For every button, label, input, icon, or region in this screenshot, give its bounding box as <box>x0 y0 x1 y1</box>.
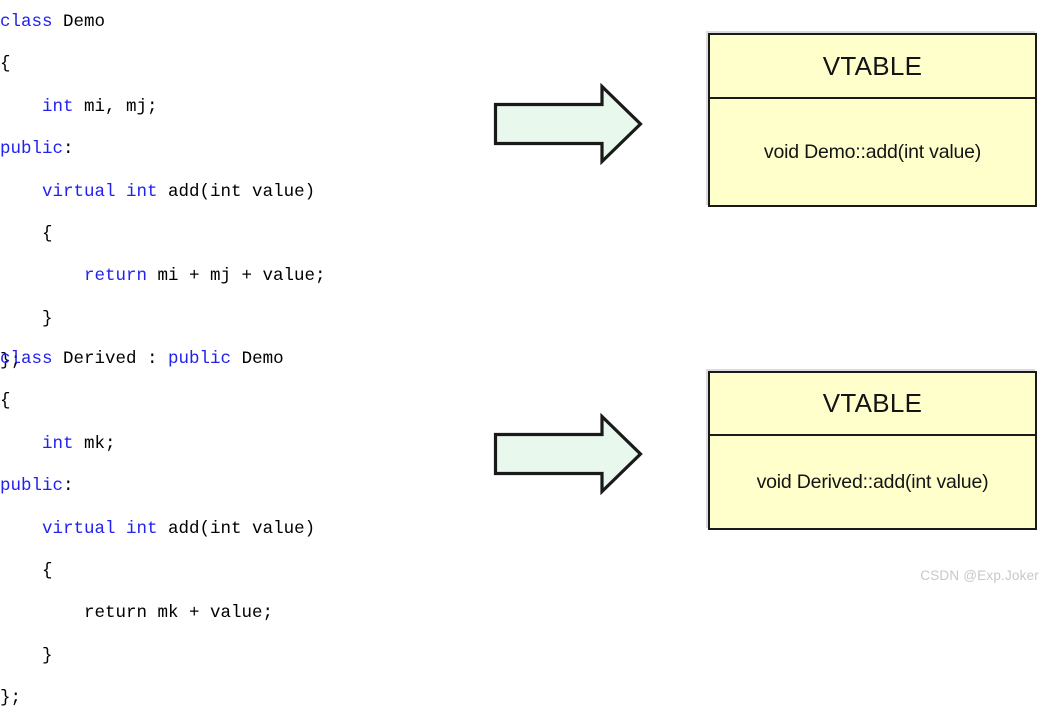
code-line: } <box>0 298 326 340</box>
vtable-entry: void Derived::add(int value) <box>756 470 989 493</box>
code-line: int mi, mj; <box>0 86 326 128</box>
code-text <box>0 519 42 539</box>
code-text: Demo <box>231 349 284 369</box>
code-text: }; <box>0 351 22 372</box>
arrow-derived-to-vtable-icon <box>492 413 644 495</box>
code-line: { <box>0 213 326 255</box>
code-text: } <box>0 308 53 329</box>
code-text <box>0 182 42 202</box>
code-line: virtual int add(int value) <box>0 508 315 550</box>
code-text <box>0 97 42 117</box>
code-line: class Derived : public Demo <box>0 338 315 380</box>
code-text: add(int value) <box>157 181 316 202</box>
code-line: class Demo <box>0 1 326 43</box>
code-text: { <box>0 560 53 581</box>
code-keyword: virtual int <box>42 181 158 202</box>
vtable-header: VTABLE <box>710 373 1035 436</box>
code-keyword: virtual int <box>42 518 158 539</box>
arrow-shape <box>493 83 643 165</box>
code-keyword: public <box>168 349 232 369</box>
arrow-demo-to-vtable-icon <box>492 83 644 165</box>
code-text: { <box>0 223 53 244</box>
code-text: return mk + value; <box>0 603 274 624</box>
vtable-entry: void Demo::add(int value) <box>763 140 982 163</box>
code-text: mi, mj; <box>73 96 158 117</box>
code-line: { <box>0 550 315 592</box>
code-line: int mk; <box>0 423 315 465</box>
code-text: }; <box>0 688 22 709</box>
code-keyword: int <box>42 96 74 117</box>
code-line: public: <box>0 465 315 507</box>
code-keyword: int <box>42 433 74 454</box>
code-keyword: class <box>0 349 53 369</box>
code-line: { <box>0 43 326 85</box>
code-line: }; <box>0 340 326 382</box>
code-text: { <box>0 54 11 75</box>
code-text <box>0 266 84 286</box>
vtable-box-derived: VTABLE void Derived::add(int value) <box>708 371 1037 530</box>
code-text: Demo <box>52 12 106 32</box>
code-keyword: public <box>0 476 64 497</box>
vtable-box-demo: VTABLE void Demo::add(int value) <box>708 33 1037 207</box>
vtable-header: VTABLE <box>710 35 1035 99</box>
code-line: } <box>0 635 315 677</box>
code-keyword: return <box>84 266 148 287</box>
code-keyword: class <box>0 12 53 32</box>
code-line: }; <box>0 677 315 719</box>
code-block-derived: class Derived : public Demo{ int mk;publ… <box>0 338 315 720</box>
code-line: { <box>0 380 315 422</box>
code-line: public: <box>0 128 326 170</box>
code-line: return mi + mj + value; <box>0 255 326 297</box>
code-text <box>0 434 42 454</box>
code-line: virtual int add(int value) <box>0 171 326 213</box>
code-line: return mk + value; <box>0 592 315 634</box>
code-text: mi + mj + value; <box>147 266 326 287</box>
code-text: { <box>0 391 11 412</box>
code-text: Derived : <box>52 349 169 369</box>
code-keyword: public <box>0 139 64 160</box>
code-text: } <box>0 645 53 666</box>
watermark-text: CSDN @Exp.Joker <box>920 568 1039 583</box>
code-text: : <box>63 139 74 160</box>
code-text: add(int value) <box>157 518 316 539</box>
arrow-shape <box>493 413 643 495</box>
code-text: mk; <box>73 433 116 454</box>
code-block-demo: class Demo{ int mi, mj;public: virtual i… <box>0 1 326 383</box>
code-text: : <box>63 476 74 497</box>
